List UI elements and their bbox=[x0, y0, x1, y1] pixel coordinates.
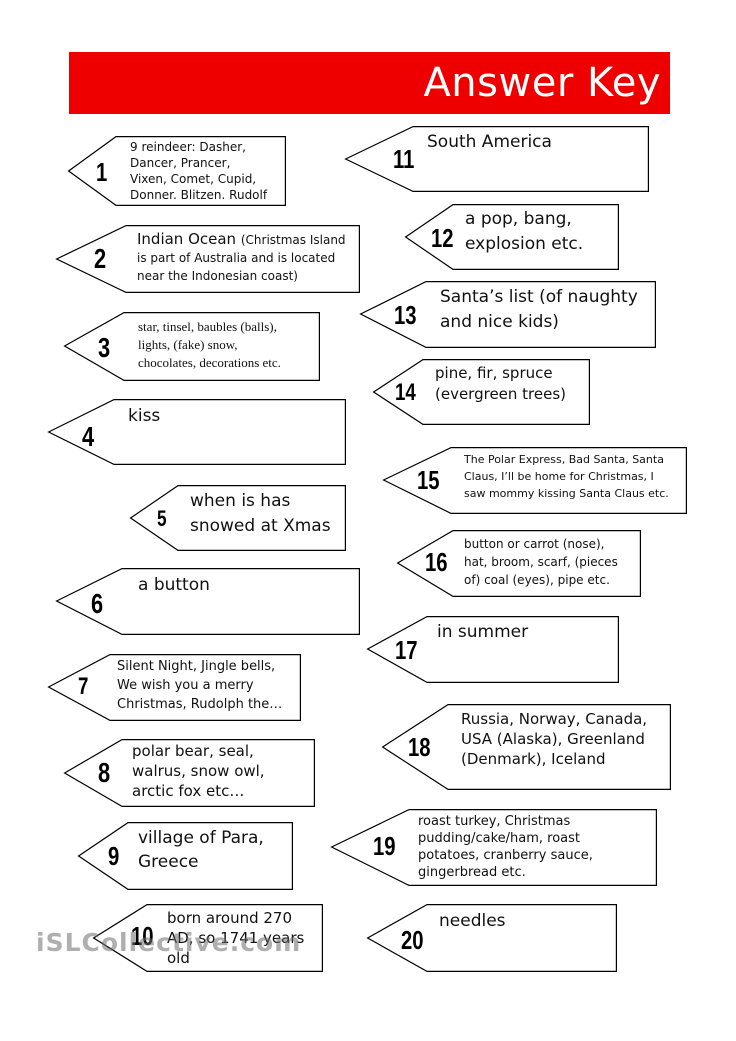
answer-number: 12 bbox=[431, 223, 454, 253]
answer-text: button or carrot (nose), hat, broom, sca… bbox=[464, 537, 618, 587]
answer-tag-6: 6 a button bbox=[55, 568, 360, 636]
answer-number: 13 bbox=[394, 300, 417, 330]
answer-number: 10 bbox=[131, 921, 154, 951]
answer-number: 9 bbox=[108, 841, 120, 871]
answer-tag-12: 12 a pop, bang, explosion etc. bbox=[404, 204, 619, 271]
answer-number: 17 bbox=[395, 635, 418, 665]
answer-tag-11: 11 South America bbox=[344, 126, 649, 193]
answer-number: 18 bbox=[408, 732, 431, 762]
answer-number: 6 bbox=[91, 588, 104, 619]
answer-text: a button bbox=[138, 575, 210, 595]
answer-text: Russia, Norway, Canada, USA (Alaska), Gr… bbox=[461, 710, 648, 768]
answer-number: 11 bbox=[393, 144, 415, 174]
answer-number: 8 bbox=[98, 757, 111, 788]
answer-tag-7: 7 Silent Night, Jingle bells, We wish yo… bbox=[47, 654, 301, 722]
answer-tag-13: 13 Santa’s list (of naughty and nice kid… bbox=[359, 281, 656, 349]
answer-tag-20: 20 needles bbox=[366, 904, 617, 973]
page-title: Answer Key bbox=[423, 60, 661, 106]
answer-tag-2: 2 Indian Ocean (Christmas Island is part… bbox=[55, 225, 360, 294]
answer-number: 1 bbox=[96, 157, 108, 187]
answer-text: The Polar Express, Bad Santa, Santa Clau… bbox=[464, 453, 669, 500]
answer-number: 5 bbox=[157, 506, 167, 531]
answer-text: when is has snowed at Xmas bbox=[190, 491, 331, 536]
answer-tag-14: 14 pine, fir, spruce (evergreen trees) bbox=[372, 359, 590, 426]
answer-number: 7 bbox=[78, 673, 89, 700]
answer-tag-17: 17 in summer bbox=[366, 616, 619, 684]
answer-tag-5: 5 when is has snowed at Xmas bbox=[129, 485, 346, 552]
answer-number: 3 bbox=[98, 332, 111, 363]
answer-text: roast turkey, Christmas pudding/cake/ham… bbox=[418, 814, 593, 880]
answer-number: 2 bbox=[94, 243, 107, 274]
answer-tag-1: 1 9 reindeer: Dasher, Dancer, Prancer, V… bbox=[67, 136, 286, 207]
header-banner: Answer Key bbox=[69, 52, 670, 114]
answer-number: 20 bbox=[401, 925, 424, 955]
answer-number: 4 bbox=[82, 421, 95, 452]
answer-number: 14 bbox=[395, 379, 416, 406]
answer-main: Indian Ocean bbox=[137, 230, 241, 248]
answer-text: a pop, bang, explosion etc. bbox=[465, 209, 584, 254]
answer-tag-4: 4 kiss bbox=[47, 399, 346, 466]
answer-note: (Christmas Island is part of Australia a… bbox=[137, 233, 346, 283]
answer-text: 9 reindeer: Dasher, Dancer, Prancer, Vix… bbox=[130, 140, 268, 202]
answer-tag-10: 10 born around 270 AD, so 1741 years old bbox=[92, 904, 323, 973]
answer-text: needles bbox=[439, 911, 506, 931]
watermark: iSLCollective.com bbox=[36, 928, 302, 957]
answer-text: Silent Night, Jingle bells, We wish you … bbox=[117, 659, 283, 712]
answer-number: 19 bbox=[373, 831, 396, 861]
answer-tag-19: 19 roast turkey, Christmas pudding/cake/… bbox=[330, 809, 657, 887]
answer-tag-9: 9 village of Para, Greece bbox=[77, 822, 293, 891]
answer-text: village of Para, Greece bbox=[138, 828, 264, 872]
answer-text: star, tinsel, baubles (balls), lights, (… bbox=[138, 319, 281, 370]
answer-tag-8: 8 polar bear, seal, walrus, snow owl, ar… bbox=[63, 739, 315, 808]
answer-text: pine, fir, spruce (evergreen trees) bbox=[435, 364, 567, 403]
answer-number: 15 bbox=[417, 465, 440, 495]
answer-tag-3: 3 star, tinsel, baubles (balls), lights,… bbox=[63, 312, 320, 382]
answer-text: polar bear, seal, walrus, snow owl, arct… bbox=[132, 742, 265, 800]
answer-text: Indian Ocean (Christmas Island is part o… bbox=[137, 231, 346, 285]
answer-text: South America bbox=[427, 132, 552, 152]
answer-text: in summer bbox=[437, 622, 529, 642]
answer-text: Santa’s list (of naughty and nice kids) bbox=[440, 287, 638, 332]
answer-tag-18: 18 Russia, Norway, Canada, USA (Alaska),… bbox=[381, 704, 671, 791]
answer-number: 16 bbox=[425, 547, 448, 577]
answer-text: born around 270 AD, so 1741 years old bbox=[167, 909, 305, 967]
answer-tag-15: 15 The Polar Express, Bad Santa, Santa C… bbox=[382, 447, 687, 515]
answer-text: kiss bbox=[128, 406, 161, 426]
answer-tag-16: 16 button or carrot (nose), hat, broom, … bbox=[396, 530, 641, 598]
